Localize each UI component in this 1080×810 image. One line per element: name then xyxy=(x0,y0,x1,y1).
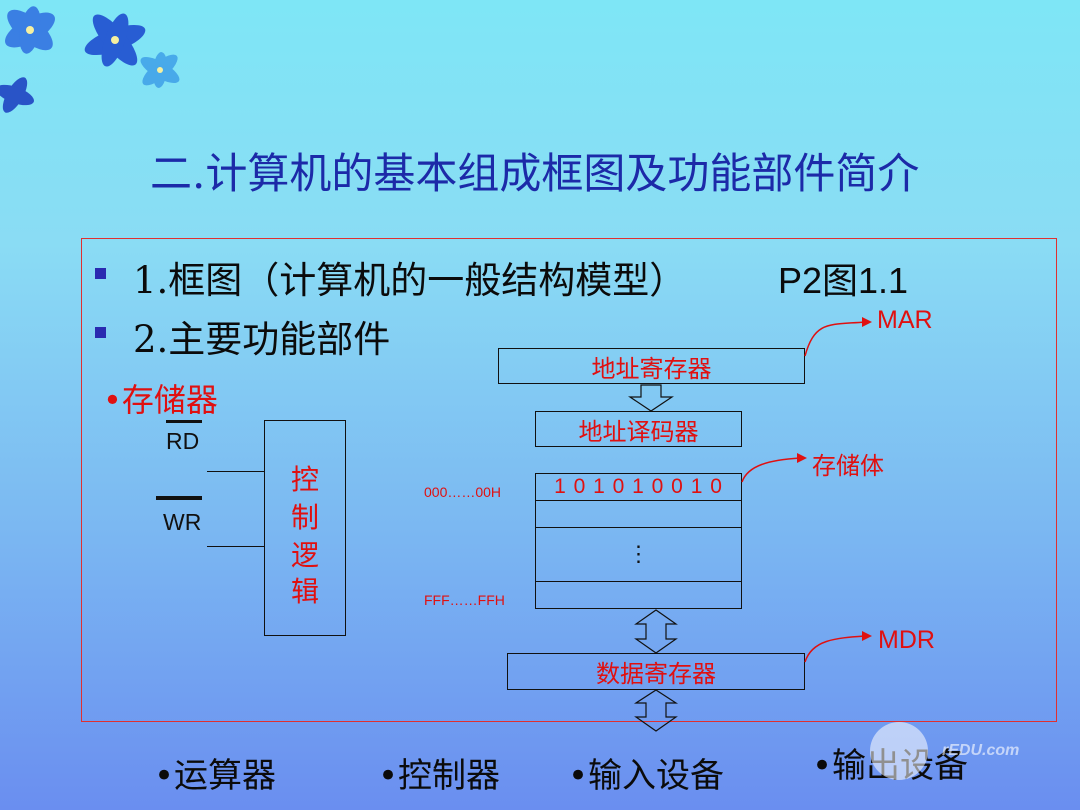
rd-line xyxy=(207,471,265,472)
slide-title: 二.计算机的基本组成框图及功能部件简介 xyxy=(150,149,920,198)
bottom-item-alu: •运算器 xyxy=(154,756,277,796)
address-decoder-box: 地址译码器 xyxy=(535,411,742,447)
bullet-marker xyxy=(95,327,106,338)
control-logic-char: 辑 xyxy=(291,575,320,608)
data-register-label: 数据寄存器 xyxy=(596,660,716,688)
first-address-label: 000……00H xyxy=(424,484,502,500)
control-logic-char: 逻 xyxy=(291,539,320,572)
storage-body-box xyxy=(535,473,742,609)
mdr-label: MDR xyxy=(878,626,935,654)
double-arrow-icon xyxy=(634,609,678,654)
control-logic-char: 制 xyxy=(291,501,320,534)
storage-first-row-bits: 1 0 1 0 1 0 0 1 0 xyxy=(535,474,742,500)
storage-ellipsis: ⋮ xyxy=(535,528,742,581)
memory-label: •存储器 xyxy=(103,381,218,419)
double-arrow-icon xyxy=(633,689,679,732)
mar-label: MAR xyxy=(877,306,933,334)
rd-overbar xyxy=(166,420,202,423)
mdr-pointer-arrow xyxy=(804,635,866,663)
bits-text: 1 0 1 0 1 0 0 1 0 xyxy=(554,475,723,498)
control-logic-box xyxy=(264,420,346,636)
down-arrow-icon xyxy=(628,384,674,412)
wr-label: WR xyxy=(163,509,202,535)
flower-decoration xyxy=(0,6,180,113)
storage-body-label: 存储体 xyxy=(812,452,884,480)
wr-line xyxy=(207,546,265,547)
storage-row-divider xyxy=(535,581,742,582)
address-decoder-label: 地址译码器 xyxy=(578,417,699,446)
last-address-label: FFF……FFH xyxy=(424,592,505,608)
control-logic-char: 控 xyxy=(291,463,320,496)
bullet-marker xyxy=(95,268,106,279)
address-register-box: 地址寄存器 xyxy=(498,348,805,384)
ellipsis-text: ⋮ xyxy=(627,542,650,567)
bottom-item-controller: •控制器 xyxy=(378,756,501,796)
watermark-text: rEDU.com xyxy=(942,742,1020,759)
watermark-logo xyxy=(870,722,928,780)
address-register-label: 地址寄存器 xyxy=(591,354,712,383)
rd-label: RD xyxy=(166,428,200,454)
mar-pointer-arrow xyxy=(804,321,866,357)
bullet-1-reference: P2图1.1 xyxy=(778,260,909,301)
bullet-1-text: 1.框图（计算机的一般结构模型） xyxy=(133,259,687,302)
storage-row-divider xyxy=(535,527,742,528)
storage-pointer-arrow xyxy=(741,457,801,483)
bottom-item-input: •输入设备 xyxy=(568,756,725,796)
storage-row-divider xyxy=(535,500,742,501)
wr-overbar xyxy=(156,496,202,500)
content-frame xyxy=(81,238,1057,722)
bullet-2-text: 2.主要功能部件 xyxy=(133,318,391,361)
